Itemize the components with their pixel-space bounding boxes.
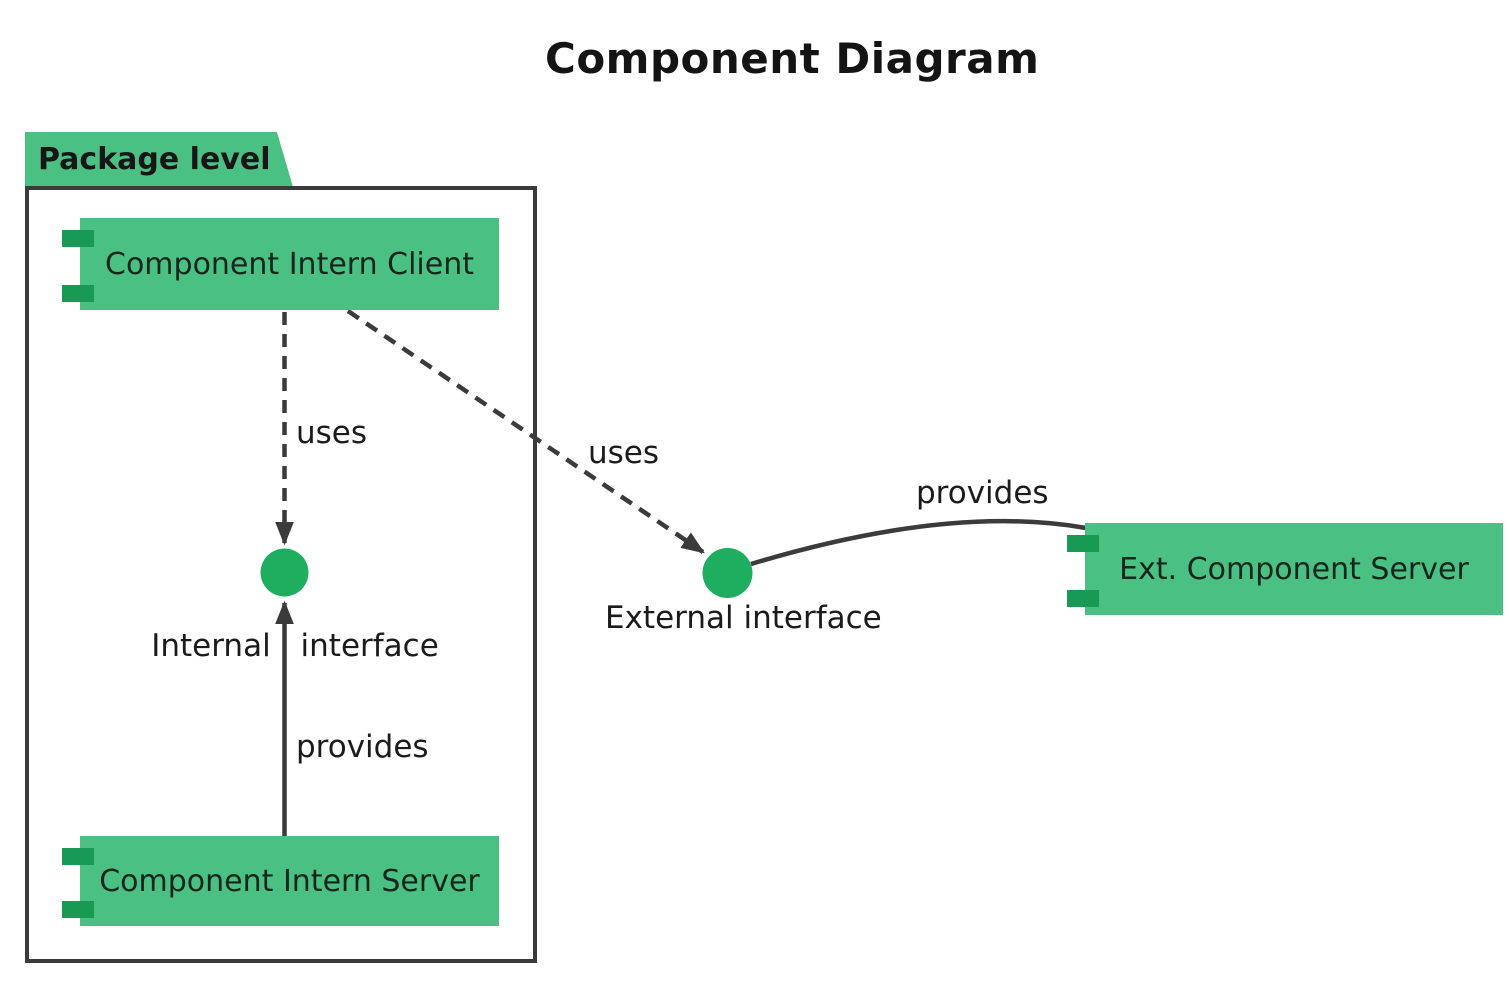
component-label: Component Intern Client: [105, 246, 474, 282]
component-label: Component Intern Server: [99, 863, 480, 899]
edge-label-provides-external: provides: [916, 475, 1049, 511]
package-label: Package level: [38, 142, 271, 177]
package-boundary[interactable]: [25, 186, 537, 963]
edge-label-uses-external: uses: [588, 435, 660, 471]
external-interface-node[interactable]: [702, 548, 753, 598]
component-port-icon: [1067, 590, 1099, 607]
component-port-icon: [62, 901, 94, 918]
edge-ext-provides-external[interactable]: [750, 518, 1087, 567]
component-intern-client[interactable]: Component Intern Client: [62, 218, 499, 310]
diagram-title: Component Diagram: [545, 34, 1040, 83]
package-label-tab[interactable]: Package level: [25, 132, 293, 187]
component-label: Ext. Component Server: [1119, 551, 1469, 587]
ext-component-server[interactable]: Ext. Component Server: [1067, 523, 1503, 615]
component-port-icon: [62, 285, 94, 302]
edge-label-uses-internal: uses: [296, 415, 368, 451]
component-port-icon: [1067, 535, 1099, 552]
component-port-icon: [62, 230, 94, 247]
internal-interface-node[interactable]: [260, 548, 309, 597]
component-port-icon: [62, 848, 94, 865]
edge-label-provides-internal: provides: [296, 729, 429, 765]
external-interface-label: External interface: [605, 600, 882, 636]
component-intern-server[interactable]: Component Intern Server: [62, 836, 499, 926]
edge-client-uses-external[interactable]: [346, 309, 705, 554]
internal-interface-label: Internal interface: [151, 628, 439, 664]
